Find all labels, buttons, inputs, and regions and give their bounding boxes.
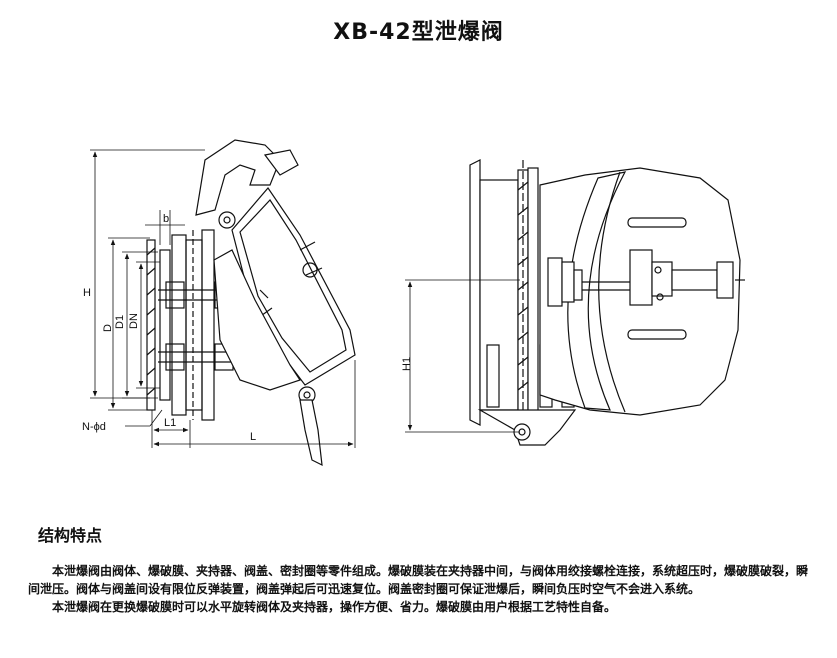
dim-label-DN: DN (128, 313, 140, 329)
dim-label-H1: H1 (401, 357, 413, 371)
description: 本泄爆阀由阀体、爆破膜、夹持器、阀盖、密封圈等零件组成。爆破膜装在夹持器中间，与… (28, 562, 810, 616)
description-paragraph: 本泄爆阀在更换爆破膜时可以水平旋转阀体及夹持器，操作方便、省力。爆破膜由用户根据… (52, 600, 617, 614)
section-heading: 结构特点 (38, 526, 103, 545)
dim-label-L: L (250, 431, 256, 443)
technical-drawing: H D D1 DN b N-ϕd L1 L (82, 139, 745, 467)
dim-label-n-phi-d: N-ϕd (82, 421, 106, 433)
dim-label-D: D (102, 324, 114, 332)
page-title: XB-42型泄爆阀 (333, 20, 504, 45)
description-paragraph: 本泄爆阀由阀体、爆破膜、夹持器、阀盖、密封圈等零件组成。爆破膜装在夹持器中间，与… (28, 564, 809, 596)
dim-label-H: H (83, 287, 91, 299)
front-elevation-view (405, 159, 745, 446)
dim-label-b: b (163, 213, 169, 225)
dim-label-L1: L1 (164, 417, 176, 429)
dim-label-D1: D1 (114, 315, 126, 329)
side-section-view (90, 139, 356, 467)
